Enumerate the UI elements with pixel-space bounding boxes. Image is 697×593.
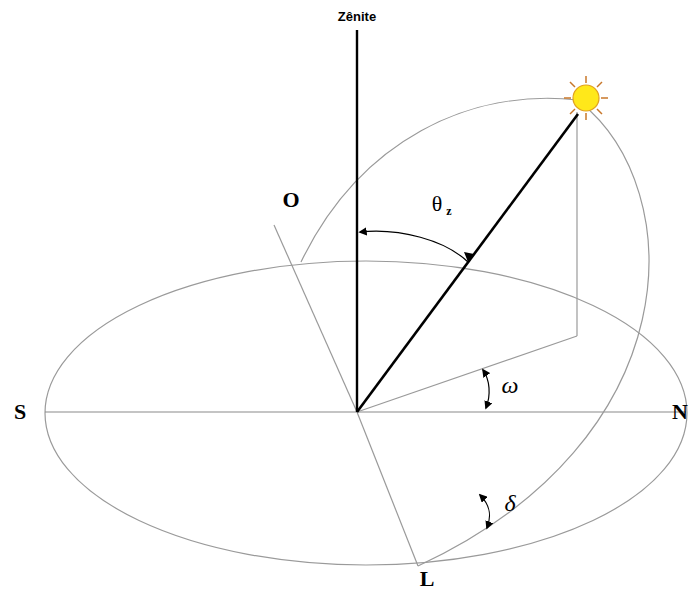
sun-path-arc (301, 98, 578, 262)
zenith-line (356, 30, 358, 412)
north-south-axis (45, 411, 686, 412)
west-label: O (282, 189, 299, 211)
east-label: L (420, 568, 435, 590)
declination-angle-arc (480, 495, 490, 528)
zenith-angle-subscript: z (446, 205, 451, 217)
zenith-label: Zênite (338, 10, 376, 23)
east-axis (357, 412, 418, 566)
horizon-ellipse (45, 261, 687, 565)
declination-arc (418, 102, 649, 566)
hour-angle-arc (483, 370, 489, 408)
west-axis (274, 225, 357, 412)
zenith-angle-symbol: θ (432, 193, 443, 215)
sun-projection-vertical (576, 112, 577, 336)
zenith-angle-tick (464, 252, 474, 262)
sun-ray-line (357, 114, 578, 412)
hour-angle-symbol: ω (502, 373, 519, 397)
south-label: S (14, 401, 26, 423)
sun-icon (564, 76, 608, 120)
declination-symbol: δ (504, 491, 515, 515)
sun-projection-ground (357, 336, 577, 412)
north-label: N (672, 401, 688, 423)
zenith-angle-arc (360, 231, 468, 262)
